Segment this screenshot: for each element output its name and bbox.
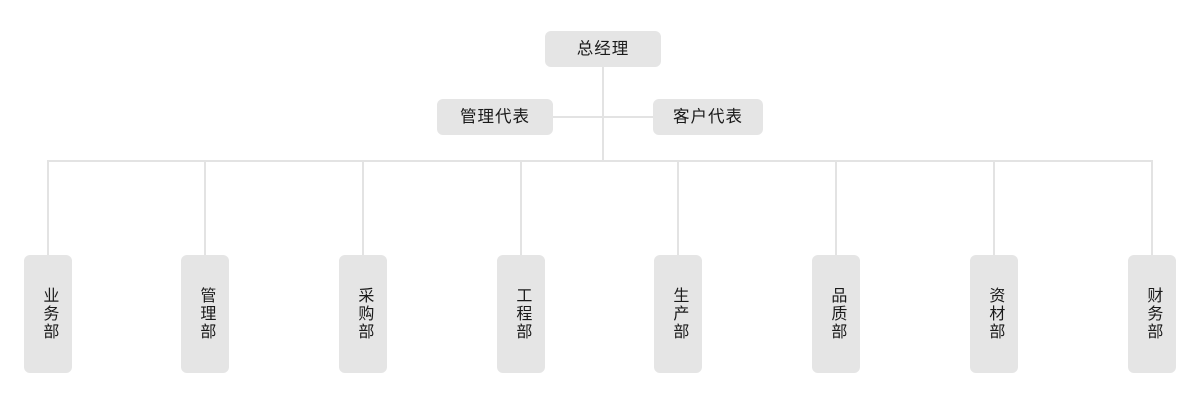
node-department-materials[interactable]: 资材部 xyxy=(970,255,1018,373)
node-department-production[interactable]: 生产部 xyxy=(654,255,702,373)
node-department-engineering[interactable]: 工程部 xyxy=(497,255,545,373)
connector-drop-2 xyxy=(204,160,206,256)
connector-drop-7 xyxy=(993,160,995,256)
node-customer-representative[interactable]: 客户代表 xyxy=(653,99,763,135)
connector-department-bus xyxy=(47,160,1153,162)
node-general-manager[interactable]: 总经理 xyxy=(545,31,661,67)
node-general-manager-label: 总经理 xyxy=(576,39,630,58)
connector-root-trunk xyxy=(602,66,604,161)
node-department-materials-label: 资材部 xyxy=(986,287,1004,341)
node-department-management[interactable]: 管理部 xyxy=(181,255,229,373)
node-department-finance-label: 财务部 xyxy=(1144,287,1162,341)
node-department-purchasing-label: 采购部 xyxy=(355,287,373,341)
connector-drop-5 xyxy=(677,160,679,256)
connector-drop-6 xyxy=(835,160,837,256)
node-department-production-label: 生产部 xyxy=(670,287,688,341)
node-department-quality-label: 品质部 xyxy=(828,287,846,341)
connector-drop-3 xyxy=(362,160,364,256)
connector-drop-1 xyxy=(47,160,49,256)
node-department-business-label: 业务部 xyxy=(40,287,58,341)
node-department-management-label: 管理部 xyxy=(197,287,215,341)
node-customer-representative-label: 客户代表 xyxy=(673,107,743,126)
node-department-engineering-label: 工程部 xyxy=(513,287,531,341)
node-management-representative-label: 管理代表 xyxy=(460,107,530,126)
connector-drop-8 xyxy=(1151,160,1153,256)
node-department-finance[interactable]: 财务部 xyxy=(1128,255,1176,373)
node-management-representative[interactable]: 管理代表 xyxy=(437,99,553,135)
connector-representatives xyxy=(553,116,653,118)
connector-drop-4 xyxy=(520,160,522,256)
node-department-business[interactable]: 业务部 xyxy=(24,255,72,373)
node-department-purchasing[interactable]: 采购部 xyxy=(339,255,387,373)
node-department-quality[interactable]: 品质部 xyxy=(812,255,860,373)
